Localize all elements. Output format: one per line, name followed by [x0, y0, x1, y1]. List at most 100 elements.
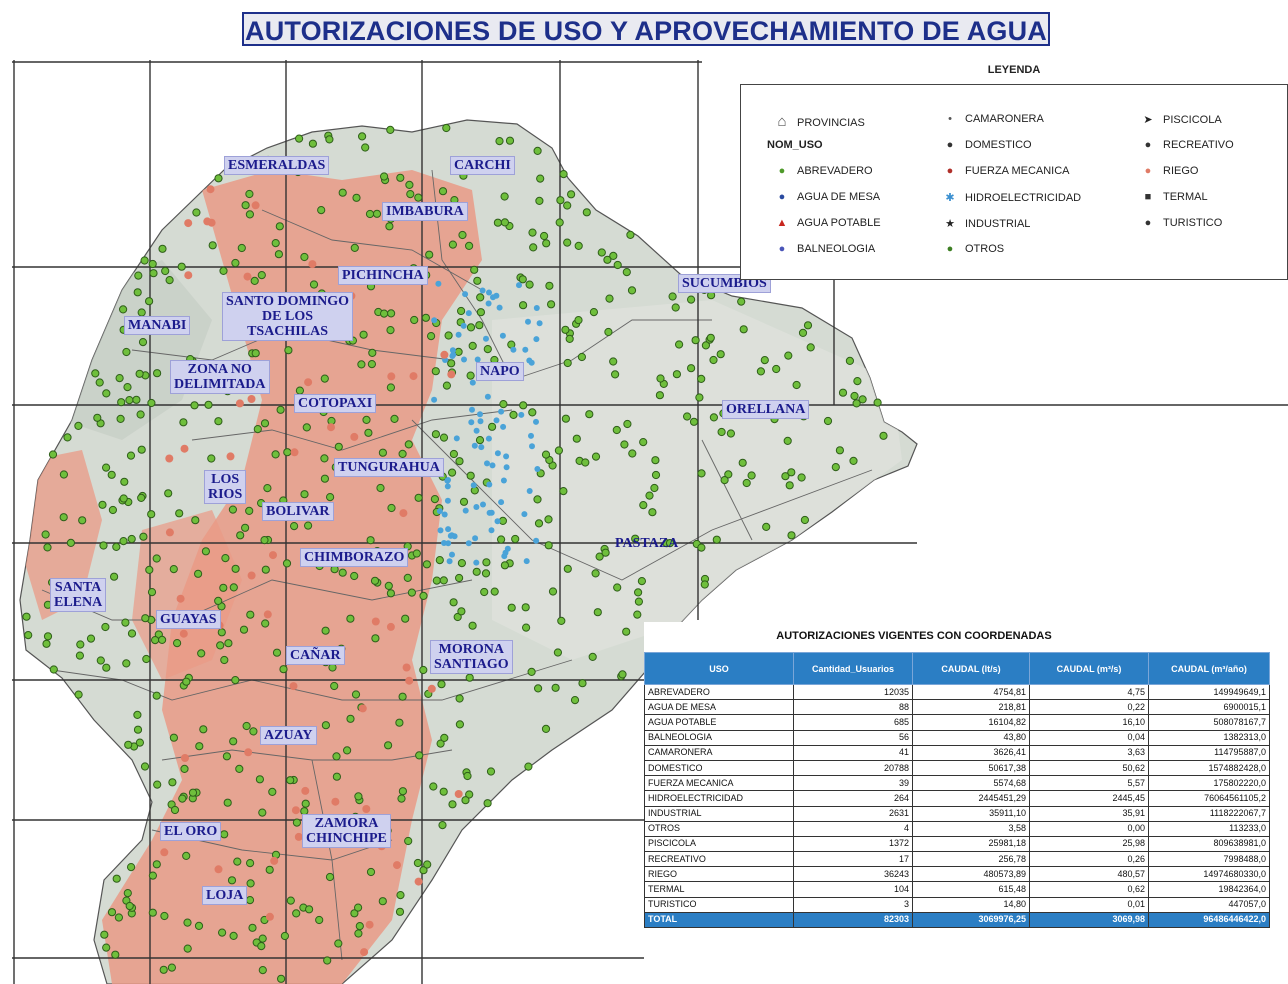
- province-outline-icon: ⌂: [777, 113, 787, 130]
- table-cell: 264: [793, 790, 913, 807]
- legend-item-recreativo: ●RECREATIVO: [1139, 139, 1234, 151]
- abrevadero-point: [806, 343, 815, 352]
- abrevadero-point: [627, 286, 637, 295]
- abrevadero-point: [332, 772, 341, 781]
- abrevadero-point: [292, 818, 301, 827]
- abrevadero-point: [367, 360, 376, 369]
- abrevadero-point: [227, 876, 237, 885]
- riego-point: [387, 372, 396, 381]
- province-label-carchi: CARCHI: [450, 156, 515, 175]
- abrevadero-point: [354, 792, 363, 801]
- hidroelectricidad-point: [533, 537, 540, 544]
- abrevadero-point: [672, 370, 682, 379]
- abrevadero-point: [563, 358, 572, 368]
- abrevadero-point: [346, 714, 355, 723]
- abrevadero-point: [783, 436, 792, 445]
- table-cell: 3626,41: [912, 744, 1030, 761]
- abrevadero-point: [509, 410, 518, 419]
- riego-point: [301, 786, 310, 795]
- legend-item-turistico: ●TURISTICO: [1139, 217, 1223, 229]
- abrevadero-point: [544, 541, 553, 550]
- abrevadero-point: [633, 610, 642, 619]
- abrevadero-point: [540, 231, 549, 241]
- abrevadero-point: [284, 346, 293, 355]
- abrevadero-point: [618, 670, 627, 679]
- abrevadero-point: [455, 573, 464, 583]
- abrevadero-point: [524, 762, 533, 771]
- table-cell: PISCICOLA: [644, 835, 794, 853]
- abrevadero-point: [220, 830, 229, 839]
- abrevadero-point: [378, 897, 387, 906]
- abrevadero-point: [561, 414, 571, 423]
- abrevadero-point: [589, 308, 599, 317]
- abrevadero-point: [43, 632, 53, 641]
- abrevadero-point: [178, 794, 187, 803]
- abrevadero-point: [476, 308, 485, 317]
- abrevadero-point: [545, 281, 554, 290]
- abrevadero-point: [419, 665, 428, 675]
- legend-item-balneologia: ●BALNEOLOGIA: [773, 243, 876, 255]
- abrevadero-point: [772, 364, 781, 374]
- legend-item-hidroelectricidad: ✱HIDROELECTRICIDAD: [941, 191, 1081, 204]
- abrevadero-point: [483, 345, 492, 354]
- abrevadero-point: [792, 380, 801, 390]
- abrevadero-point: [438, 821, 447, 830]
- abrevadero-point: [650, 483, 659, 493]
- abrevadero-point: [675, 340, 684, 349]
- abrevadero-point: [241, 523, 250, 532]
- abrevadero-point: [300, 490, 309, 499]
- column-header-cantidad-usuarios: Cantidad_Usuarios: [793, 652, 913, 685]
- hidroelectricidad-point: [528, 359, 535, 366]
- abrevadero-point: [378, 448, 387, 457]
- table-cell: 2445,45: [1029, 790, 1149, 807]
- table-cell: 1372: [793, 835, 913, 853]
- abrevadero-point: [63, 433, 72, 442]
- abrevadero-point: [201, 547, 210, 556]
- abrevadero-point: [110, 572, 119, 581]
- riego-point: [203, 217, 212, 226]
- abrevadero-point: [465, 241, 474, 250]
- blue-dot-icon: ●: [778, 191, 786, 203]
- hidroelectricidad-point: [525, 318, 531, 325]
- abrevadero-point: [447, 359, 456, 368]
- abrevadero-point: [261, 619, 270, 628]
- province-label-manabi: MANABI: [124, 316, 191, 335]
- hidroelectricidad-point: [473, 427, 480, 434]
- abrevadero-point: [280, 931, 289, 941]
- abrevadero-point: [207, 454, 216, 463]
- abrevadero-point: [603, 255, 612, 264]
- abrevadero-point: [366, 867, 376, 877]
- province-label-bolivar: BOLIVAR: [262, 502, 334, 521]
- abrevadero-point: [548, 587, 558, 596]
- abrevadero-point: [519, 301, 528, 310]
- abrevadero-point: [648, 508, 657, 517]
- abrevadero-point: [257, 942, 266, 951]
- abrevadero-point: [578, 679, 587, 688]
- legend-group-label: NOM_USO: [767, 139, 823, 151]
- abrevadero-point: [43, 543, 52, 552]
- table-cell: 50,62: [1029, 759, 1149, 777]
- abrevadero-point: [582, 208, 591, 217]
- hidroelectricidad-point: [486, 509, 493, 516]
- hidroelectricidad-point: [533, 336, 540, 343]
- abrevadero-point: [197, 649, 206, 658]
- abrevadero-point: [279, 665, 288, 674]
- abrevadero-point: [386, 383, 395, 392]
- abrevadero-point: [563, 564, 572, 573]
- table-cell: 104: [793, 881, 913, 898]
- riego-point: [358, 704, 367, 713]
- abrevadero-point: [398, 449, 407, 458]
- table-cell: 218,81: [912, 699, 1030, 716]
- abrevadero-point: [671, 303, 680, 312]
- abrevadero-point: [620, 440, 629, 449]
- table-cell: 50617,38: [912, 759, 1030, 777]
- hidroelectricidad-point: [518, 411, 525, 418]
- abrevadero-point: [717, 427, 726, 437]
- abrevadero-point: [497, 535, 506, 544]
- hidroelectricidad-point: [469, 406, 475, 413]
- hidroelectricidad-point: [528, 432, 534, 439]
- abrevadero-point: [366, 536, 375, 545]
- abrevadero-point: [574, 316, 583, 325]
- hidroelectricidad-point: [436, 508, 443, 515]
